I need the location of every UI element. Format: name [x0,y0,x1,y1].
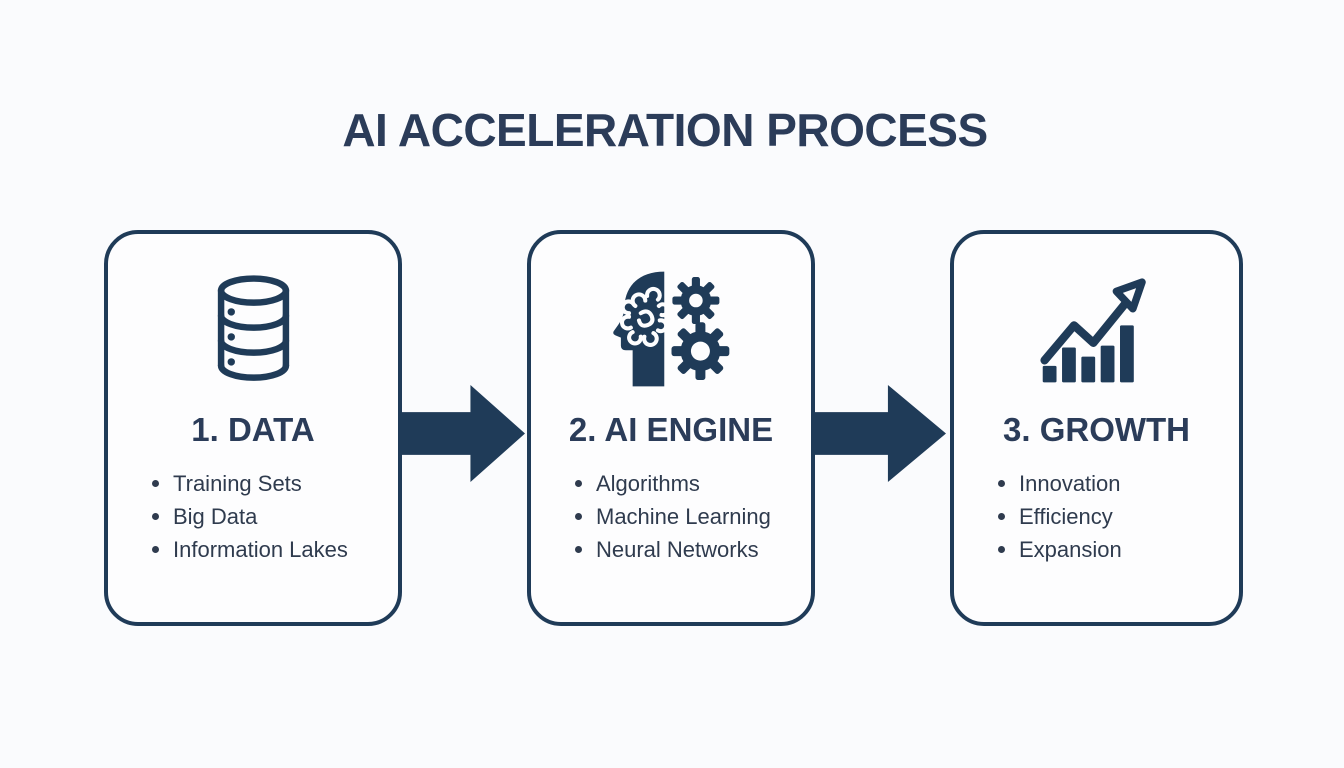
step-heading: 2. AI ENGINE [568,411,774,448]
growth-chart-icon [1037,267,1157,391]
list-item-label: Neural Networks [596,537,759,562]
list-item-label: Algorithms [596,471,700,496]
step-heading: 3. GROWTH [1003,411,1190,448]
bullet-dot [152,513,159,520]
step-card-growth: 3. GROWTH Innovation Efficiency Expansio… [950,230,1243,626]
step-card-ai-engine: 2. AI ENGINE Algorithms Machine Learning… [527,230,815,626]
arrow-right-icon [814,385,946,482]
bullet-dot [998,513,1005,520]
list-item: Information Lakes [152,533,348,566]
arrow-right-icon [401,385,525,482]
bullet-dot [575,480,582,487]
step-item-list: Algorithms Machine Learning Neural Netwo… [531,467,781,566]
list-item: Big Data [152,500,348,533]
step-item-list: Innovation Efficiency Expansion [954,467,1132,566]
list-item-label: Expansion [1019,537,1122,562]
list-item: Neural Networks [575,533,771,566]
bullet-dot [998,480,1005,487]
list-item-label: Efficiency [1019,504,1113,529]
step-card-data: 1. DATA Training Sets Big Data Informati… [104,230,402,626]
bullet-dot [152,546,159,553]
bullet-dot [575,513,582,520]
bullet-dot [575,546,582,553]
step-heading: 1. DATA [191,411,315,448]
bullet-dot [998,546,1005,553]
database-icon [207,267,300,391]
list-item: Training Sets [152,467,348,500]
list-item: Efficiency [998,500,1122,533]
list-item: Machine Learning [575,500,771,533]
list-item: Expansion [998,533,1122,566]
list-item-label: Big Data [173,504,258,529]
list-item: Algorithms [575,467,771,500]
ai-brain-gears-icon [608,267,735,391]
page-title: AI ACCELERATION PROCESS [342,104,988,156]
list-item-label: Training Sets [173,471,302,496]
list-item-label: Innovation [1019,471,1121,496]
list-item: Innovation [998,467,1122,500]
list-item-label: Machine Learning [596,504,771,529]
list-item-label: Information Lakes [173,537,348,562]
bullet-dot [152,480,159,487]
step-item-list: Training Sets Big Data Information Lakes [108,467,358,566]
